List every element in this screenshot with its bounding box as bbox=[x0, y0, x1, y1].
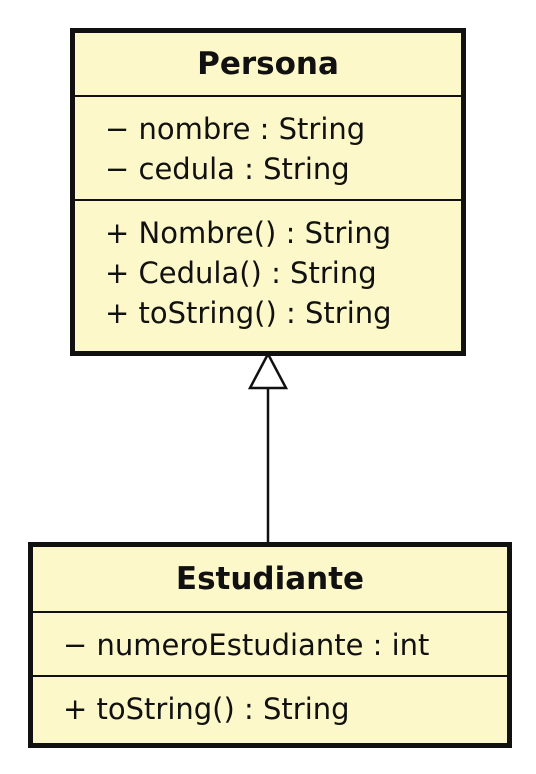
attribute-numeroestudiante: − numeroEstudiante : int bbox=[63, 628, 430, 662]
attribute-nombre: − nombre : String bbox=[105, 112, 366, 146]
operation-cedula: + Cedula() : String bbox=[105, 256, 377, 290]
class-estudiante[interactable]: Estudiante − numeroEstudiante : int + to… bbox=[28, 542, 512, 748]
class-persona[interactable]: Persona − nombre : String − cedula : Str… bbox=[70, 28, 466, 356]
class-name-persona: Persona bbox=[75, 33, 461, 97]
operation-nombre: + Nombre() : String bbox=[105, 216, 392, 250]
operations-compartment-persona: + Nombre() : String + Cedula() : String … bbox=[75, 201, 461, 333]
operation-tostring: + toString() : String bbox=[105, 296, 392, 330]
operations-compartment-estudiante: + toString() : String bbox=[33, 677, 507, 729]
class-name-estudiante: Estudiante bbox=[33, 547, 507, 613]
operation-tostring-estudiante: + toString() : String bbox=[63, 692, 350, 726]
attribute-cedula: − cedula : String bbox=[105, 152, 350, 186]
attributes-compartment-estudiante: − numeroEstudiante : int bbox=[33, 613, 507, 677]
generalization-arrowhead bbox=[247, 351, 289, 390]
attributes-compartment-persona: − nombre : String − cedula : String bbox=[75, 97, 461, 201]
